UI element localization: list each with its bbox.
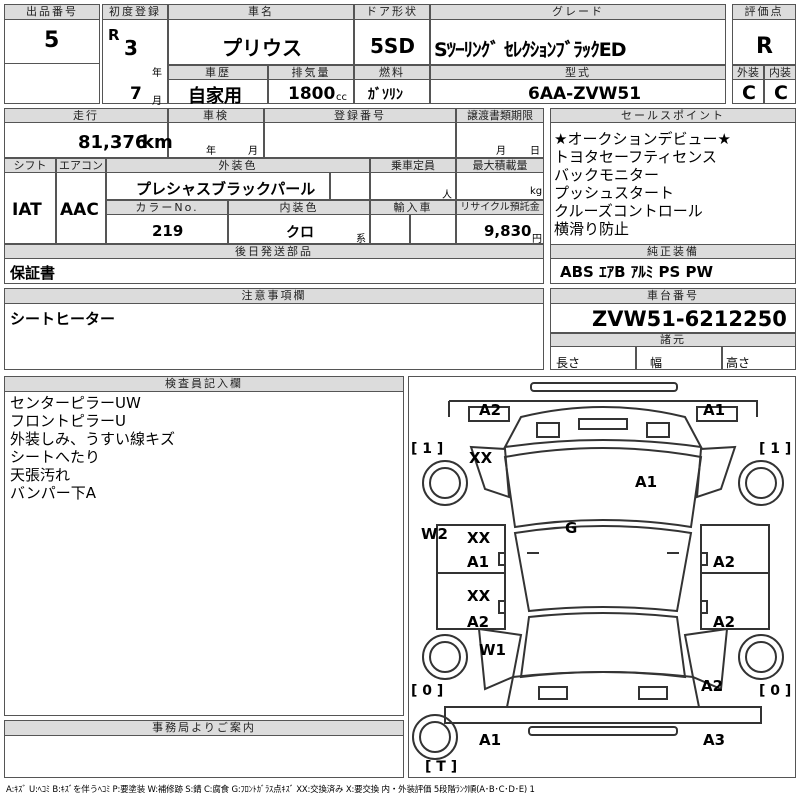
legend: A:ｷｽﾞ U:ﾍｺﾐ B:ｷｽﾞを伴うﾍｺﾐ P:要塗装 W:補修跡 S:錆 …: [6, 785, 535, 795]
sales-points-block: セールスポイント ★オークションデビュー★ トヨタセーフティセンス バックモニタ…: [550, 108, 796, 284]
inspector-line: フロントピラーU: [10, 412, 126, 430]
tire-tread: [ 1 ]: [411, 441, 444, 457]
vehicle-detail-block: 走行 車検 登録番号 譲渡書類期限 81,376 km 年 月 月 日 シフト …: [4, 108, 544, 284]
later-parts: 保証書: [10, 264, 56, 282]
mileage: 81,376: [78, 132, 148, 153]
damage-mark: A2: [713, 553, 736, 571]
exterior-grade: C: [742, 82, 756, 104]
car-outline: [412, 382, 784, 760]
door-label: ドア形状: [354, 4, 430, 20]
damage-diagram: A2 A1 XX A1 G W2 XX A1 A2 XX A2 A2 W1 A2…: [408, 376, 796, 778]
damage-mark: A1: [635, 473, 658, 491]
fuel-label: 燃料: [354, 65, 430, 80]
tire-tread: [ 0 ]: [759, 683, 792, 699]
sales-point: トヨタセーフティセンス: [554, 148, 717, 166]
inspector-line: 天張汚れ: [10, 466, 71, 484]
tire-tread: [ 1 ]: [759, 441, 792, 457]
history: 自家用: [188, 86, 242, 107]
damage-mark: A2: [467, 613, 490, 631]
sales-point: クルーズコントロール: [554, 202, 703, 220]
sales-point: バックモニター: [554, 166, 660, 184]
chassis-block: 車台番号 ZVW51-6212250 諸元 長さ 幅 高さ: [550, 288, 796, 370]
damage-mark: XX: [469, 449, 493, 467]
sales-points-list: ★オークションデビュー★ トヨタセーフティセンス バックモニター プッシュスター…: [554, 130, 731, 238]
exterior-label: 外装: [732, 65, 764, 80]
damage-mark: XX: [467, 587, 491, 605]
inspector-notes: センターピラーUW フロントピラーU 外装しみ、うすい線キズ シートへたり 天張…: [10, 394, 175, 502]
damage-mark: XX: [467, 529, 491, 547]
inspector-line: 外装しみ、うすい線キズ: [10, 430, 176, 448]
car-name-label: 車名: [168, 4, 354, 20]
header-grid: 出品番号 5 初度登録 R 3 年 7 月 車名 プリウス ドア形状 5SD グ…: [4, 4, 796, 107]
displacement-label: 排気量: [268, 65, 354, 80]
exterior-color: プレシャスブラックパール: [136, 180, 316, 198]
damage-mark: A2: [701, 677, 724, 695]
lot-number: 5: [44, 28, 60, 53]
fuel: ｶﾞｿﾘﾝ: [368, 87, 403, 103]
door-type: 5SD: [370, 34, 415, 58]
damage-mark: W1: [479, 641, 506, 659]
sales-point: 横滑り防止: [554, 220, 630, 238]
tire-tread: [ T ]: [425, 759, 458, 775]
car-name: プリウス: [222, 36, 302, 60]
sales-point: ★オークションデビュー★: [554, 130, 731, 148]
grade-label: グレード: [430, 4, 726, 20]
caution-block: 注意事項欄 シートヒーター: [4, 288, 544, 370]
damage-mark: A1: [703, 401, 726, 419]
era: R: [108, 26, 120, 44]
damage-mark: W2: [421, 525, 448, 543]
tire-tread: [ 0 ]: [411, 683, 444, 699]
chassis-number: ZVW51-6212250: [592, 307, 787, 331]
score-label: 評価点: [732, 4, 796, 20]
damage-mark: A1: [467, 553, 490, 571]
reg-month: 7: [130, 84, 142, 104]
damage-mark: A3: [703, 731, 726, 749]
damage-mark: A1: [479, 731, 502, 749]
inspector-line: センターピラーUW: [10, 394, 141, 412]
lot-label: 出品番号: [4, 4, 100, 20]
shift: IAT: [12, 200, 42, 220]
interior-grade: C: [774, 82, 788, 104]
damage-mark: A2: [479, 401, 502, 419]
interior-label: 内装: [764, 65, 796, 80]
displacement: 1800: [288, 84, 336, 104]
interior-color: クロ: [286, 225, 314, 241]
air-conditioner: AAC: [60, 200, 99, 220]
reg-year: 3: [124, 36, 138, 60]
first-reg-label: 初度登録: [102, 4, 168, 20]
office-block: 事務局よりご案内: [4, 720, 404, 778]
inspector-block: 検査員記入欄 センターピラーUW フロントピラーU 外装しみ、うすい線キズ シー…: [4, 376, 404, 716]
inspector-line: バンパー下A: [10, 484, 97, 502]
history-label: 車歴: [168, 65, 268, 80]
damage-mark: A2: [713, 613, 736, 631]
score: R: [756, 34, 773, 59]
damage-mark: G: [565, 519, 578, 537]
inspector-line: シートへたり: [10, 448, 101, 466]
caution-text: シートヒーター: [10, 310, 116, 328]
sales-point: プッシュスタート: [554, 184, 675, 202]
model-label: 型式: [430, 65, 726, 80]
recycle-fee: 9,830: [484, 222, 532, 240]
equipment: ABS ｴｱB ｱﾙﾐ PS PW: [560, 263, 714, 281]
color-number: 219: [152, 222, 184, 240]
grade: Sﾂｰﾘﾝｸﾞ ｾﾚｸｼｮﾝﾌﾞﾗｯｸED: [434, 39, 627, 61]
model: 6AA-ZVW51: [528, 84, 642, 104]
